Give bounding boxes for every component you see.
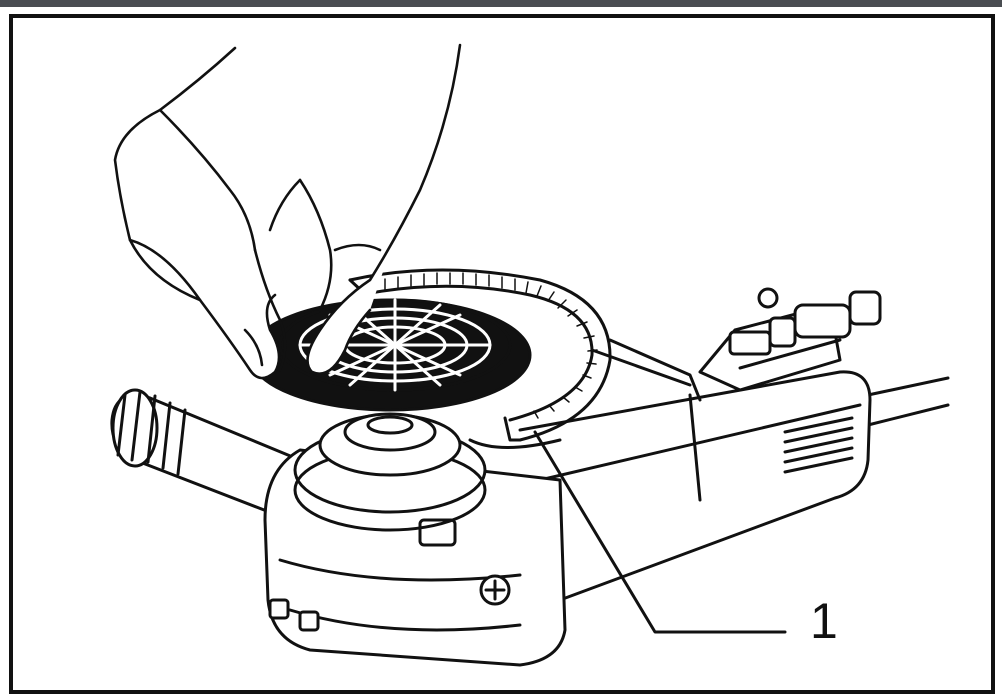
hand [113,43,462,380]
motor-housing [518,370,872,602]
callout-leader-line [533,430,787,634]
air-vents [783,416,854,474]
power-cord [866,376,950,427]
spindle-flange [293,412,487,532]
hose-connector [698,287,882,392]
window-top-strip [0,0,1002,7]
diamond-pad [248,298,532,412]
callout-number-1: 1 [810,593,838,649]
side-handle [110,388,302,522]
dust-guard [348,268,702,449]
